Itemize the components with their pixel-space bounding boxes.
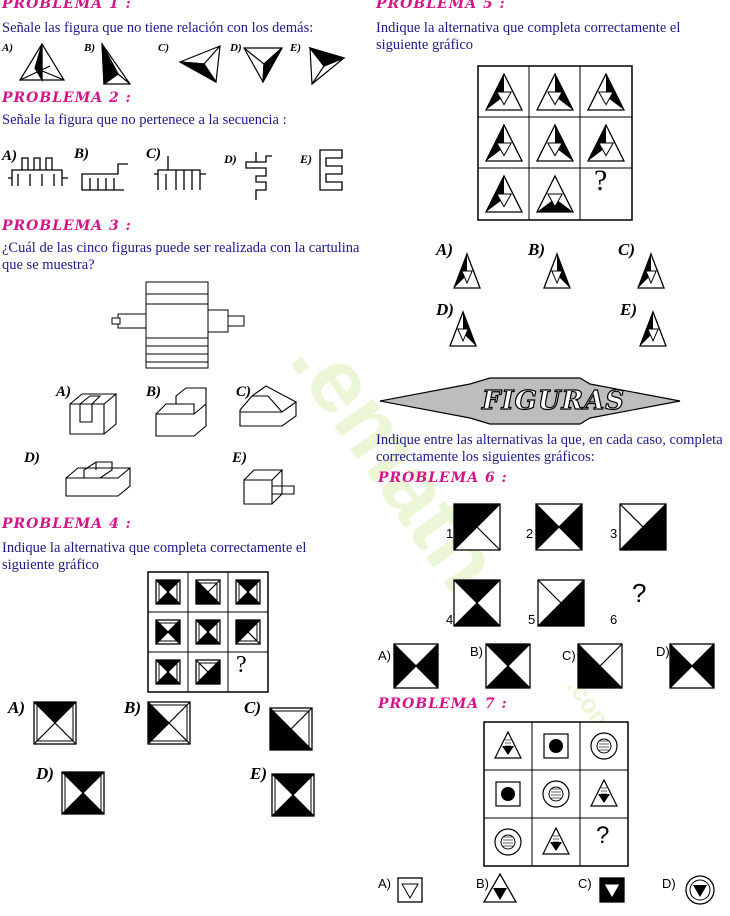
- p1-option-a[interactable]: A): [2, 42, 13, 54]
- p1-option-b[interactable]: B): [84, 42, 95, 54]
- problem-1-text: Señale las figura que no tiene relación …: [2, 20, 314, 36]
- p3-option-d[interactable]: D): [24, 450, 40, 466]
- p2-figures: [8, 149, 343, 200]
- p6-option-b[interactable]: B): [470, 644, 483, 659]
- p6-question-mark: ?: [632, 578, 647, 608]
- p3-figures: [65, 385, 297, 505]
- p4-option-b[interactable]: B): [124, 698, 141, 717]
- p5-option-e[interactable]: E): [620, 300, 637, 319]
- problem-4-title: PROBLEMA 4 :: [2, 516, 132, 532]
- p3-option-e[interactable]: E): [232, 450, 247, 466]
- p5-option-a[interactable]: A): [436, 240, 453, 259]
- p3-option-c[interactable]: C): [236, 384, 251, 400]
- p5-options: [449, 252, 667, 347]
- p5-option-b[interactable]: B): [528, 240, 545, 259]
- p5-option-d[interactable]: D): [436, 300, 454, 319]
- p2-option-a[interactable]: A): [2, 148, 17, 164]
- problem-5-text: Indique la alternativa que completa corr…: [376, 20, 681, 53]
- p6-number-3: 3: [610, 526, 618, 541]
- p5-matrix: [477, 65, 633, 221]
- problem-5-title: PROBLEMA 5 :: [376, 0, 506, 12]
- p6-number-5: 5: [528, 612, 536, 627]
- intro-text: Indique entre las alternativas la que, e…: [376, 432, 723, 465]
- p6-option-d[interactable]: D): [656, 644, 670, 659]
- p4-option-d[interactable]: D): [36, 764, 54, 783]
- problem-3-text: ¿Cuál de las cinco figuras puede ser rea…: [2, 240, 360, 273]
- p6-number-2: 2: [526, 526, 534, 541]
- p4-matrix: [147, 571, 269, 693]
- p7-option-b[interactable]: B): [476, 876, 489, 891]
- p7-question-mark: ?: [596, 822, 610, 849]
- p1-option-d[interactable]: D): [230, 42, 242, 54]
- problem-3-title: PROBLEMA 3 :: [2, 218, 132, 234]
- p2-option-b[interactable]: B): [74, 146, 89, 162]
- p3-cardboard: [111, 281, 245, 369]
- p4-option-a[interactable]: A): [8, 698, 25, 717]
- p6-option-a[interactable]: A): [378, 648, 391, 663]
- p7-option-d[interactable]: D): [662, 876, 676, 891]
- problem-7-title: PROBLEMA 7 :: [378, 696, 508, 712]
- p7-option-c[interactable]: C): [578, 876, 592, 891]
- p2-option-d[interactable]: D): [224, 152, 237, 166]
- p3-option-b[interactable]: B): [146, 384, 161, 400]
- p2-option-e[interactable]: E): [300, 152, 312, 166]
- p7-option-a[interactable]: A): [378, 876, 391, 891]
- problem-2-text: Señale la figura que no pertenece a la s…: [2, 112, 287, 128]
- p2-option-c[interactable]: C): [146, 146, 161, 162]
- p4-options: [33, 701, 315, 817]
- problem-2-title: PROBLEMA 2 :: [2, 90, 132, 106]
- p6-sequence: [393, 503, 715, 689]
- p4-option-e[interactable]: E): [250, 764, 267, 783]
- p4-question-mark: ?: [236, 652, 247, 678]
- figuras-banner: [379, 377, 681, 425]
- p3-option-a[interactable]: A): [56, 384, 71, 400]
- p6-number-1: 1: [446, 526, 454, 541]
- p6-number-4: 4: [446, 612, 454, 627]
- p5-question-mark: ?: [594, 164, 608, 197]
- problem-1-title: PROBLEMA 1 :: [2, 0, 132, 12]
- p1-figures: [18, 41, 346, 86]
- p4-option-c[interactable]: C): [244, 698, 261, 717]
- p6-option-c[interactable]: C): [562, 648, 576, 663]
- p1-option-c[interactable]: C): [158, 42, 169, 54]
- p6-number-6: 6: [610, 612, 618, 627]
- figuras-banner-text: FIGURAS: [481, 385, 626, 416]
- problem-6-title: PROBLEMA 6 :: [378, 470, 508, 486]
- p5-option-c[interactable]: C): [618, 240, 635, 259]
- p7-matrix: [483, 721, 629, 867]
- p1-option-e[interactable]: E): [290, 42, 301, 54]
- problem-4-text: Indique la alternativa que completa corr…: [2, 540, 307, 573]
